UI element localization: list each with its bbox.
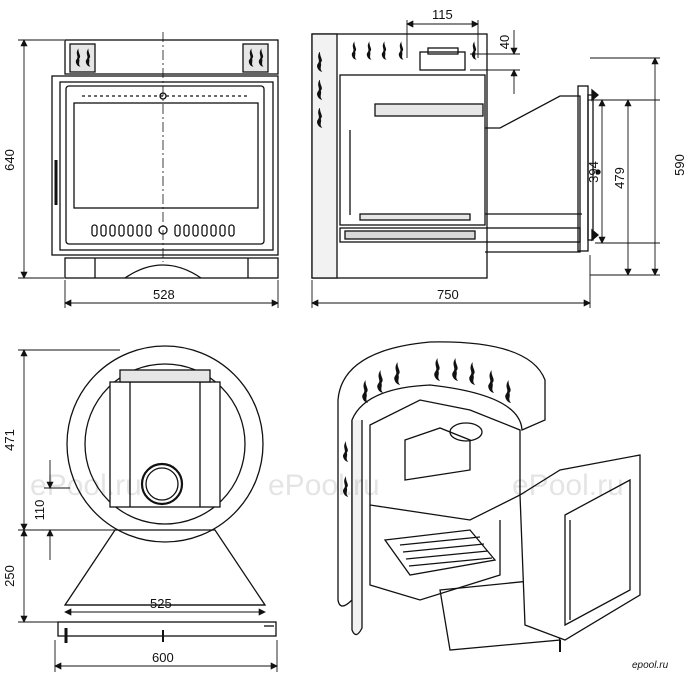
chimney-outlet <box>419 51 466 71</box>
isometric-view <box>337 341 641 652</box>
top-firebox <box>109 381 221 508</box>
front-door <box>65 85 265 245</box>
dim-top-inner-width: 525 <box>150 596 172 611</box>
dim-side-width: 750 <box>437 287 459 302</box>
side-view <box>311 33 601 279</box>
front-base <box>64 257 279 279</box>
watermark-3: ePool.ru <box>512 469 624 502</box>
dimension-lines <box>18 20 660 672</box>
air-vents-left <box>91 224 152 237</box>
dim-top-small: 110 <box>32 500 47 521</box>
dim-front-height: 640 <box>2 149 17 171</box>
front-view <box>51 32 279 279</box>
dim-side-top-offset: 115 <box>432 7 453 22</box>
door-glass <box>73 102 259 209</box>
iso-door <box>564 478 631 627</box>
brand-logo: epool.ru <box>632 660 669 671</box>
front-body <box>51 75 279 256</box>
iso-firebox-top <box>369 399 521 521</box>
top-ring-inner <box>84 363 246 525</box>
dim-front-width: 528 <box>153 287 175 302</box>
firebox <box>339 74 486 226</box>
air-vents-right <box>174 224 235 237</box>
chimney-hole <box>140 462 184 506</box>
dim-side-h2: 479 <box>612 167 627 189</box>
watermark-1: ePool.ru <box>30 469 142 502</box>
dim-side-h3: 590 <box>672 154 687 176</box>
top-base-trapezoid <box>63 529 267 606</box>
dim-side-h1: 394 <box>586 161 601 183</box>
iso-door-frame <box>519 454 641 641</box>
watermark-2: ePool.ru <box>268 469 380 502</box>
dim-top-base-depth: 250 <box>2 565 17 587</box>
dim-top-total-width: 600 <box>152 650 174 665</box>
iso-grate <box>383 529 497 576</box>
top-ring-outer <box>66 345 264 543</box>
front-top-cladding <box>64 39 279 75</box>
top-view <box>57 345 277 643</box>
top-front-plate <box>57 621 277 637</box>
dim-side-top-gap: 40 <box>497 35 512 49</box>
dim-top-radius: 471 <box>2 429 17 451</box>
